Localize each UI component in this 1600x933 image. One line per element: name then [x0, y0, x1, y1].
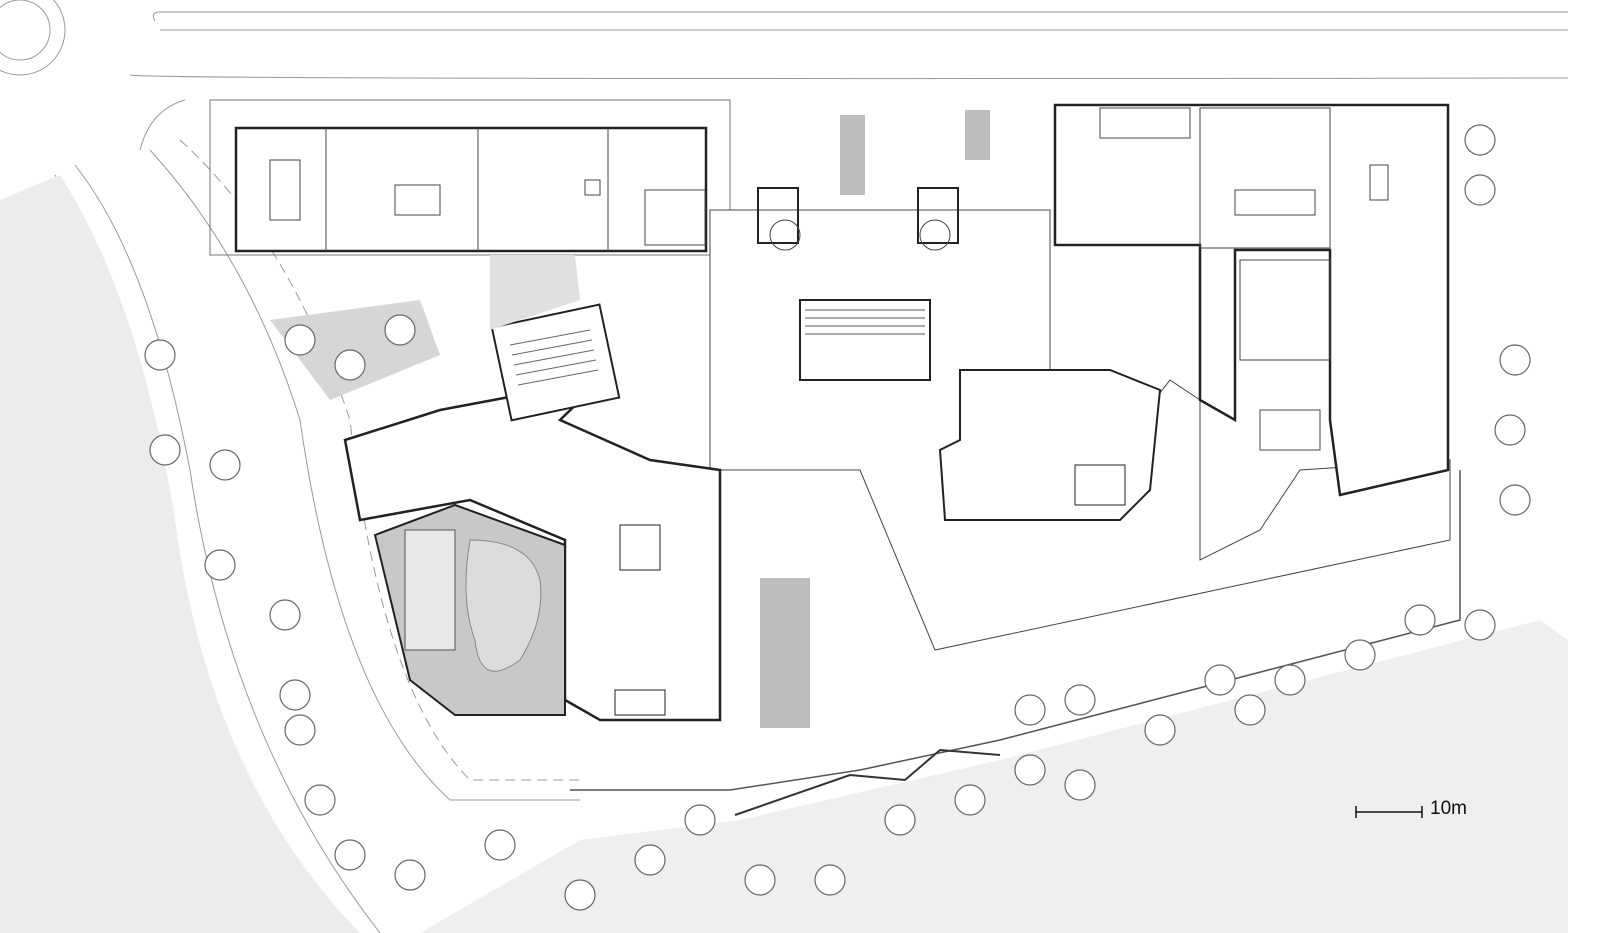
tree-icon — [209, 449, 241, 481]
landscape-strip-bottom — [420, 620, 1568, 933]
scale-bar — [1355, 806, 1423, 818]
entrance-rotunda-left — [757, 187, 799, 244]
south-retaining-wall — [734, 748, 1001, 816]
east-core — [938, 369, 1162, 521]
west-room — [619, 524, 661, 571]
tree-icon — [304, 784, 336, 816]
tree-icon — [1204, 664, 1236, 696]
tree-icon — [284, 714, 316, 746]
tree-icon — [1344, 639, 1376, 671]
north-building-partitions — [269, 128, 706, 251]
tree-icon — [564, 879, 596, 911]
tree-icon — [954, 784, 986, 816]
tree-icon — [269, 599, 301, 631]
east-core-shaft — [1074, 464, 1126, 506]
tree-icon — [384, 314, 416, 346]
revolving-door-left — [769, 219, 801, 251]
tree-icon — [1064, 769, 1096, 801]
east-building — [1053, 103, 1450, 497]
east-building-rooms — [1099, 107, 1389, 451]
tree-icon — [634, 844, 666, 876]
tree-icon — [684, 804, 716, 836]
central-stair-block — [799, 299, 931, 381]
tree-icon — [334, 839, 366, 871]
top-road — [129, 11, 1569, 151]
revolving-door-right — [919, 219, 951, 251]
tree-icon — [1274, 664, 1306, 696]
courtyard-pool — [404, 529, 456, 651]
south-terrace — [570, 470, 1461, 791]
central-stair-treads — [805, 309, 925, 335]
entrance-rotunda-right — [917, 187, 959, 244]
tree-icon — [149, 434, 181, 466]
landscape-strip-left — [0, 175, 360, 933]
tree-icon — [1064, 684, 1096, 716]
tree-icon — [1464, 609, 1496, 641]
tree-icon — [1464, 174, 1496, 206]
trees — [144, 124, 1531, 911]
planter-south — [760, 578, 810, 728]
west-stair — [614, 689, 666, 716]
courtyard-pond — [465, 539, 542, 672]
planter-north — [840, 115, 865, 195]
north-building — [234, 126, 708, 253]
tree-icon — [814, 864, 846, 896]
tree-icon — [279, 679, 311, 711]
tree-icon — [1464, 124, 1496, 156]
tree-icon — [744, 864, 776, 896]
auditorium — [490, 303, 621, 422]
tree-icon — [1144, 714, 1176, 746]
roundabout — [0, 0, 66, 76]
tree-icon — [1499, 484, 1531, 516]
tree-icon — [1499, 344, 1531, 376]
scale-bar-label: 10m — [1430, 798, 1467, 819]
tree-icon — [284, 324, 316, 356]
north-building-outer — [209, 99, 731, 256]
tree-icon — [204, 549, 236, 581]
tree-icon — [1014, 754, 1046, 786]
planter-north-2 — [965, 110, 990, 160]
tree-icon — [334, 349, 366, 381]
tree-icon — [884, 804, 916, 836]
auditorium-seating — [509, 329, 599, 386]
tree-icon — [1234, 694, 1266, 726]
tree-icon — [484, 829, 516, 861]
tree-icon — [144, 339, 176, 371]
tree-icon — [1494, 414, 1526, 446]
tree-icon — [394, 859, 426, 891]
plaza-grey-n — [490, 255, 580, 330]
tree-icon — [1404, 604, 1436, 636]
tree-icon — [1014, 694, 1046, 726]
